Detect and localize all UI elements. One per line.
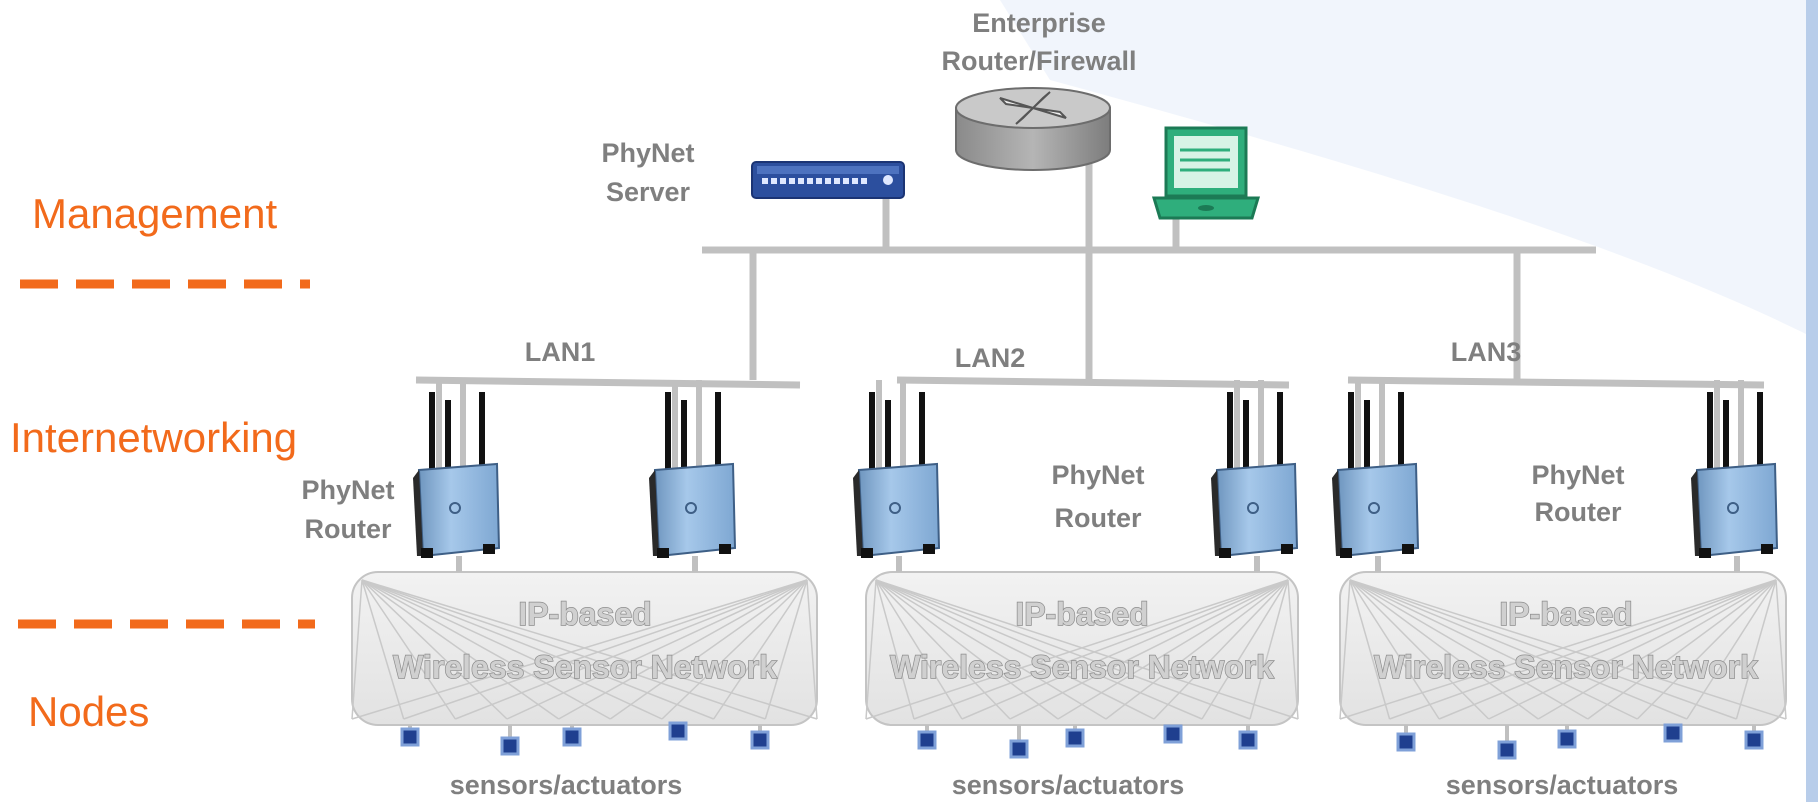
- sensors-label: sensors/actuators: [450, 770, 683, 800]
- router-label-line1: PhyNet: [301, 475, 394, 505]
- sensor-node-icon: [1065, 728, 1085, 748]
- router-label-line2: Router: [1055, 503, 1142, 533]
- sensor-network-cloud: [865, 571, 1299, 726]
- lan-bus: [896, 376, 1290, 389]
- lan-bus: [1347, 376, 1765, 389]
- enterprise-label-line1: Enterprise: [972, 8, 1106, 38]
- lan-bus: [415, 376, 801, 389]
- lan-label: LAN1: [525, 337, 596, 367]
- server-label-line1: PhyNet: [601, 138, 694, 168]
- tier-internetworking: Internetworking: [10, 414, 297, 461]
- sensor-node-icon: [1396, 732, 1416, 752]
- sensor-node-icon: [1744, 730, 1764, 750]
- tier-management: Management: [32, 190, 277, 237]
- sensor-node-icon: [1163, 724, 1183, 744]
- server-label-line2: Server: [606, 177, 691, 207]
- sensor-network-cloud: [351, 571, 818, 726]
- sensors-label: sensors/actuators: [952, 770, 1185, 800]
- sensor-node-icon: [1238, 730, 1258, 750]
- router-label-line1: PhyNet: [1051, 460, 1144, 490]
- sensor-node-icon: [1009, 739, 1029, 759]
- sensor-node-icon: [1497, 740, 1517, 760]
- lan-label: LAN3: [1451, 337, 1522, 367]
- sensor-node-icon: [750, 730, 770, 750]
- wsn-label-line2: Wireless Sensor Network: [890, 649, 1274, 685]
- sensor-node-icon: [668, 721, 688, 741]
- right-edge-bar: [1806, 0, 1818, 802]
- router-label-line2: Router: [1535, 497, 1622, 527]
- wireless-router-icon: [853, 392, 941, 572]
- sensor-node-icon: [1557, 729, 1577, 749]
- sensor-node-icon: [1663, 723, 1683, 743]
- sensor-node-icon: [400, 727, 420, 747]
- router-label-line2: Router: [305, 514, 392, 544]
- wsn-label-line1: IP-based: [518, 596, 651, 632]
- lan-label: LAN2: [955, 343, 1026, 373]
- server-icon: [751, 161, 905, 199]
- wireless-router-icon: [1691, 392, 1779, 572]
- sensor-node-icon: [562, 727, 582, 747]
- router-firewall-icon: [955, 87, 1111, 171]
- wsn-label-line2: Wireless Sensor Network: [393, 649, 777, 685]
- sensors-label: sensors/actuators: [1446, 770, 1679, 800]
- wsn-label-line1: IP-based: [1015, 596, 1148, 632]
- tier-nodes: Nodes: [28, 688, 149, 735]
- enterprise-label-line2: Router/Firewall: [941, 46, 1136, 76]
- wireless-router-icon: [1332, 392, 1420, 572]
- wireless-router-icon: [649, 392, 737, 572]
- laptop-icon: [1151, 126, 1261, 220]
- sensor-network-cloud: [1339, 571, 1787, 726]
- wsn-label-line2: Wireless Sensor Network: [1374, 649, 1758, 685]
- background-swoosh: [1000, 0, 1818, 340]
- sensor-node-icon: [500, 736, 520, 756]
- wsn-label-line1: IP-based: [1499, 596, 1632, 632]
- router-label-line1: PhyNet: [1531, 460, 1624, 490]
- wireless-router-icon: [1211, 392, 1299, 572]
- wireless-router-icon: [413, 392, 501, 572]
- sensor-node-icon: [917, 730, 937, 750]
